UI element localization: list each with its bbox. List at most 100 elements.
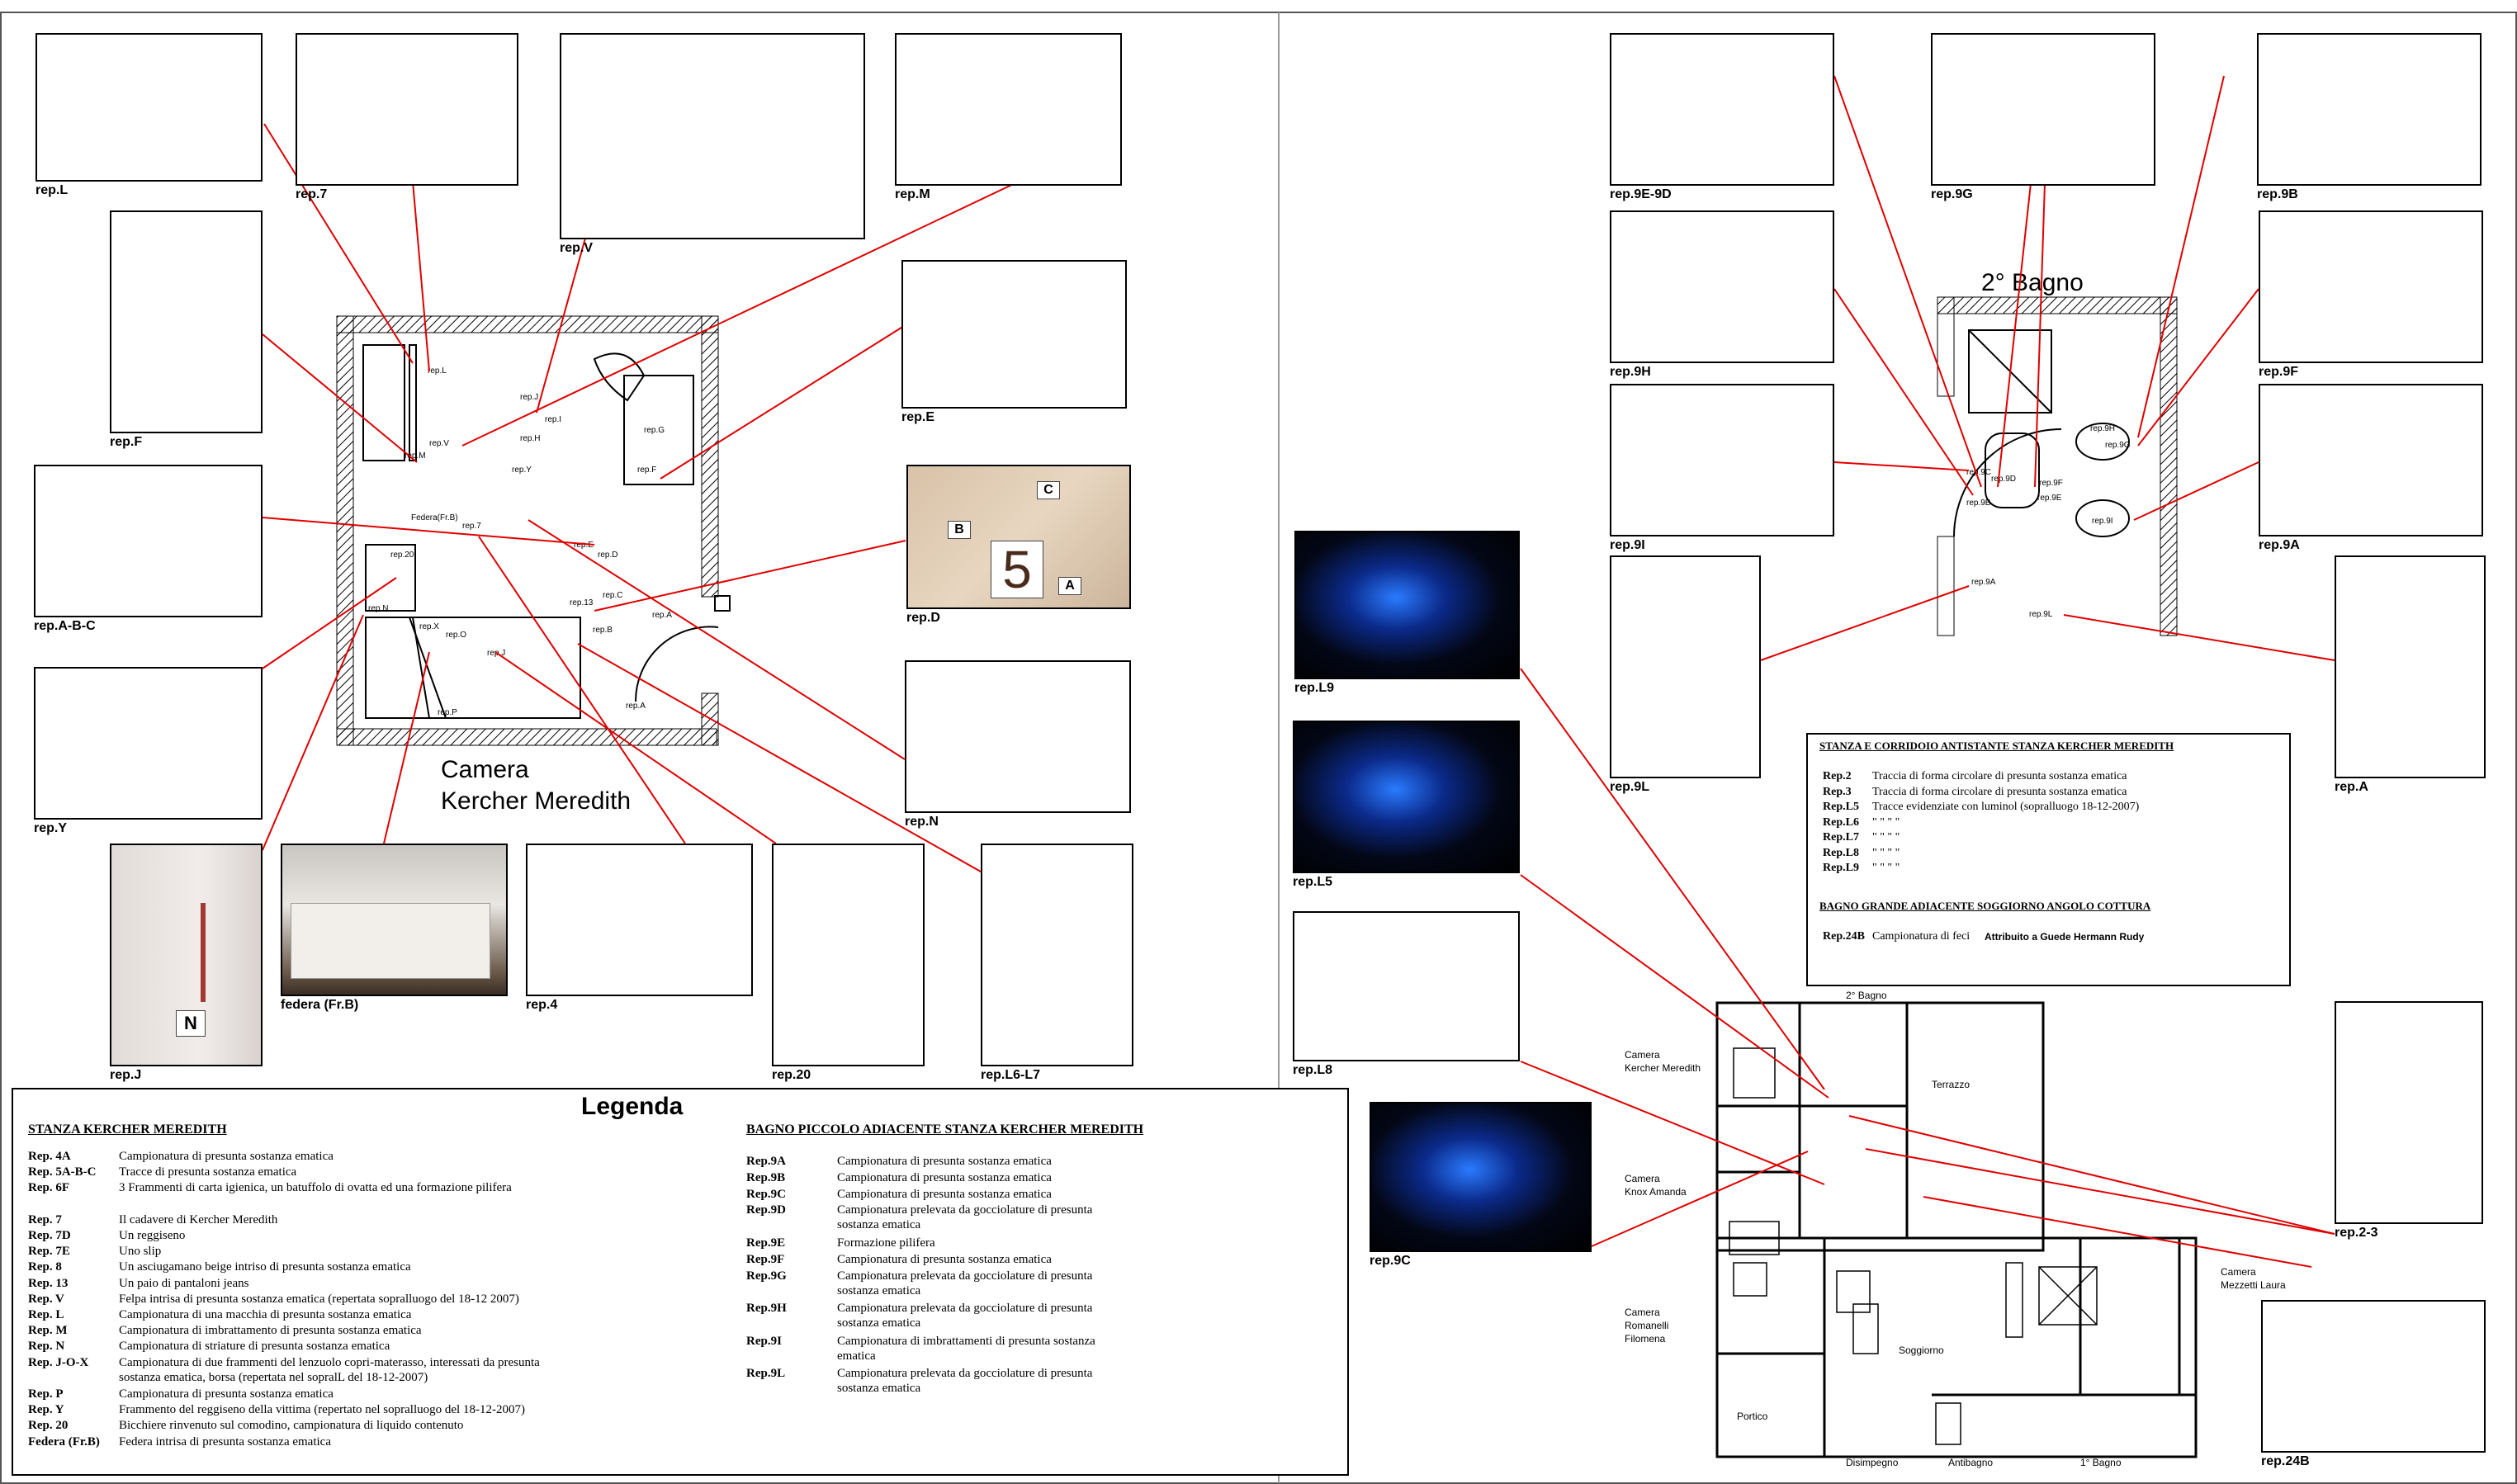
evidence-thumbnail-30: rep.24B [2261,1300,2486,1468]
evidence-thumbnail-12: federa (Fr.B) [281,844,508,1012]
legend-desc: Tracce di presunta sostanza ematica [119,1165,297,1179]
board-border [0,12,2517,1484]
photo-placeholder [2335,1001,2483,1224]
info-section-bath: BAGNO GRANDE ADIACENTE SOGGIORNO ANGOLO … [1819,900,2151,912]
svg-text:Camera: Camera [441,756,529,783]
thumbnail-caption: rep.9L [1610,780,1650,794]
evidence-thumbnail-10: rep.N [905,660,1131,829]
evidence-marker: Federa(Fr.B) [411,513,458,522]
wall-photo: N [110,844,263,1066]
photo-placeholder [35,33,263,182]
legend-desc: Campionatura di striature di presunta so… [119,1340,390,1354]
thumbnail-caption: rep.V [560,241,594,255]
room-label: Knox Amanda [1625,1186,1687,1198]
evidence-thumbnail-13: rep.4 [526,844,753,1012]
legend-code: Rep. 4A [28,1150,71,1163]
leader-line [1848,1115,2335,1235]
info-note: Attribuito a Guede Hermann Rudy [1985,931,2145,943]
room-label: 2° Bagno [1846,990,1887,1001]
evidence-tag-n: N [176,1010,206,1037]
photo-placeholder [905,660,1131,813]
legend-desc: Campionatura di presunta sostanza ematic… [837,1187,1052,1201]
legend-title: Legenda [581,1093,684,1120]
evidence-thumbnail-28: rep.A [2335,555,2486,794]
evidence-thumbnail-1: rep.L [35,33,263,197]
leader-line [1923,1196,2312,1268]
room-furniture [362,344,731,719]
thumbnail-caption: rep.9F [2259,365,2299,379]
legend-desc: Campionatura di imbrattamento di presunt… [119,1324,422,1338]
legend-code: Rep. 7 [28,1212,62,1226]
leader-line [383,651,430,844]
evidence-marker: rep.9A [1971,578,1996,587]
thumbnail-caption: rep.Y [34,821,68,835]
photo-placeholder [2257,33,2482,186]
thumbnail-caption: rep.4 [526,998,558,1012]
evidence-thumbnail-16: rep.L9 [1294,531,1520,695]
bath-evidence-marks: rep.9Crep.9Drep.9Brep.9Frep.9Erep.9Hrep.… [1966,424,2131,619]
legend-code: Rep. N [28,1340,65,1354]
photo-placeholder [901,260,1127,409]
thumbnail-caption: rep.L9 [1294,681,1335,695]
legend-desc: Un paio di pantaloni jeans [119,1276,249,1290]
legend-section-room: STANZA KERCHER MEREDITH [28,1122,227,1137]
apartment-walls [1715,1001,2198,1458]
thumbnail-caption: rep.A-B-C [34,619,96,633]
leader-line [1865,1148,2335,1235]
leader-line [2063,614,2335,661]
evidence-thumbnail-27: rep.9L [1610,555,1761,794]
legend-code: Rep. 13 [28,1276,69,1290]
leader-line [1520,874,1829,1099]
legend-code: Rep.9D [746,1203,786,1217]
legend-desc: Campionatura di una macchia di presunta … [119,1308,412,1321]
evidence-marker: rep.9E [2037,494,2062,503]
photo-placeholder [1610,210,1834,363]
room-label: Soggiorno [1899,1345,1944,1356]
leader-line [1520,1061,1825,1185]
evidence-marker: rep.9C [1966,468,1991,477]
evidence-thumbnail-20: rep.9E-9D [1610,33,1834,201]
legend-code: Rep.9F [746,1252,785,1266]
thumbnail-caption: rep.F [110,435,143,449]
evidence-tag-b: B [948,521,971,539]
thumbnail-caption: rep.2-3 [2335,1226,2378,1240]
photo-placeholder [1931,33,2155,186]
evidence-marker: rep.D [598,551,617,560]
legend-code: Rep.9E [746,1236,786,1250]
room-label: Kercher Meredith [1625,1062,1701,1074]
thumbnail-caption: rep.L6-L7 [981,1068,1041,1082]
photo-placeholder [1610,384,1834,536]
evidence-marker: rep.A [626,702,646,711]
legend-code: Rep.L6 [1823,815,1859,829]
evidence-thumbnail-29: rep.2-3 [2335,1001,2483,1240]
evidence-tag-a: A [1058,577,1081,595]
evidence-marker: rep.P [438,708,457,717]
leader-line [1591,1151,1809,1247]
legend-desc: Federa intrisa di presunta sostanza emat… [119,1434,331,1449]
legend-code: Rep. 7D [28,1229,71,1242]
legend-desc: Traccia di forma circolare di presunta s… [1872,770,2127,782]
bath-title: 2° Bagno [1981,269,2084,296]
legend-desc: Uno slip [119,1245,162,1259]
evidence-marker: rep.V [429,439,449,448]
legend-code: Rep. P [28,1387,64,1401]
evidence-marker: rep.9G [2105,441,2131,450]
evidence-thumbnail-4: rep.M [895,33,1122,201]
thumbnail-caption: rep.9I [1610,538,1645,552]
evidence-marker: rep.9H [2090,424,2115,433]
thumbnail-caption: rep.A [2335,780,2368,794]
evidence-marker: rep.E [574,541,594,550]
leader-line [536,234,587,414]
legend-code: Rep. 20 [28,1419,69,1433]
evidence-marker: rep.C [603,591,622,600]
evidence-thumbnail-23: rep.9H [1610,210,1834,379]
legend-code: Federa (Fr.B) [28,1434,100,1449]
evidence-thumbnail-5: rep.F [110,210,263,449]
info-code: Rep.24B [1823,930,1865,943]
leader-line [577,643,987,876]
evidence-thumbnail-22: rep.9B [2257,33,2482,201]
leader-line [1833,75,1982,488]
legend-code: Rep.L8 [1823,846,1859,859]
